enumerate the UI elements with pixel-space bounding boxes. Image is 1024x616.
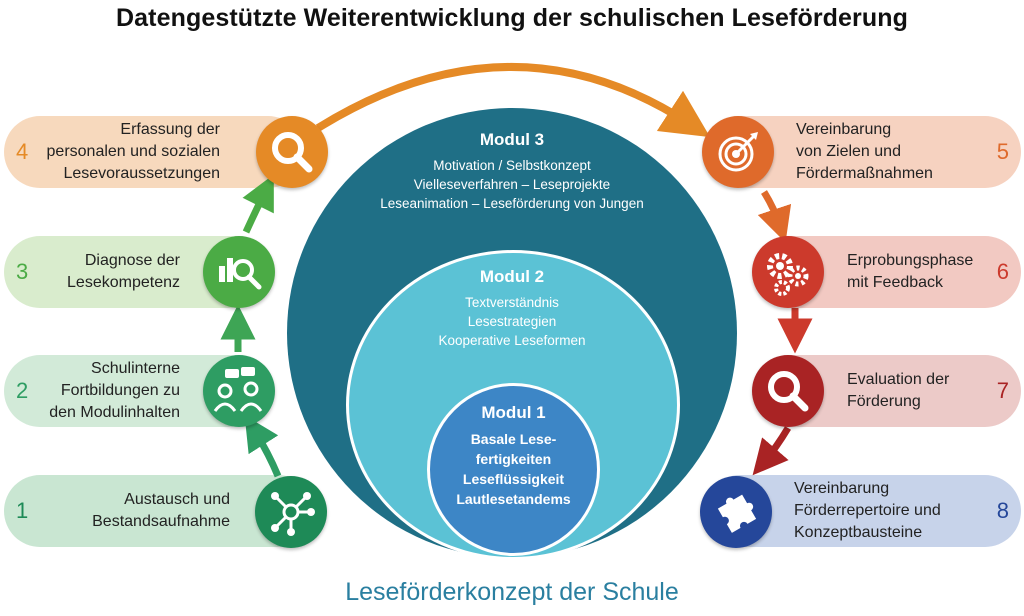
step-2-bubble — [203, 355, 275, 427]
arrow-5-6 — [757, 190, 792, 243]
step-number: 7 — [996, 378, 1009, 403]
step-number: 4 — [16, 139, 29, 164]
arrow-1-2 — [244, 415, 282, 478]
step-1-bubble — [255, 476, 327, 548]
step-7-bubble — [752, 355, 824, 427]
arrow-7-8 — [752, 426, 792, 476]
step-label: Erprobungsphase mit Feedback — [847, 252, 974, 291]
step-number: 3 — [16, 259, 29, 284]
arrow-3-4 — [242, 174, 274, 234]
modul-2-text: Modul 2 Textverständnis Lesestrategien K… — [387, 267, 637, 350]
modul-1-title: Modul 1 — [481, 403, 546, 422]
network-icon — [271, 492, 315, 536]
step-label: Schulinterne Fortbildungen zu den Moduli… — [49, 360, 180, 421]
modul-2-item: Kooperative Leseformen — [438, 333, 586, 348]
magnifier-icon — [272, 132, 313, 173]
step-label: Vereinbarung Förderrepertoire und Konzep… — [794, 480, 941, 541]
modul-1-text: Modul 1 Basale Lese- fertigkeiten Lesefl… — [437, 403, 590, 509]
people-discussion-icon — [213, 367, 263, 412]
step-label: Evaluation der Förderung — [847, 371, 950, 410]
page-title: Datengestützte Weiterentwicklung der sch… — [115, 4, 908, 32]
step-label: Erfassung der personalen und sozialen Le… — [46, 121, 220, 182]
step-8-bubble — [700, 476, 772, 548]
modul-3-title: Modul 3 — [479, 130, 545, 149]
step-label: Diagnose der Lesekompetenz — [67, 252, 180, 291]
magnifier-icon — [768, 371, 809, 412]
modul-3-item: Vielleseverfahren – Leseprojekte — [413, 177, 611, 192]
modul-1-item: Leseflüssigkeit — [462, 471, 565, 487]
puzzle-icon — [717, 494, 757, 533]
step-label: Vereinbarung von Zielen und Fördermaßnah… — [796, 121, 933, 182]
step-label: Austausch und Bestandsaufnahme — [92, 491, 230, 530]
step-number: 1 — [16, 498, 29, 523]
step-number: 8 — [996, 498, 1009, 523]
modul-2-item: Lesestrategien — [467, 314, 557, 329]
step-3-bubble — [203, 236, 275, 308]
modul-3-item: Motivation / Selbstkonzept — [433, 158, 591, 173]
step-number: 6 — [996, 259, 1009, 284]
gears-icon — [767, 253, 809, 296]
modul-2-title: Modul 2 — [479, 267, 545, 286]
step-6-bubble — [752, 236, 824, 308]
modul-1-item: fertigkeiten — [475, 451, 552, 467]
step-number: 5 — [996, 139, 1009, 164]
step-5-bubble — [702, 116, 774, 188]
chart-magnifier-icon — [219, 258, 262, 290]
modul-3-item: Leseanimation – Leseförderung von Jungen — [380, 196, 644, 211]
target-icon — [718, 132, 758, 172]
modul-1-circle — [427, 383, 600, 556]
modul-1-item: Lautlesetandems — [456, 491, 571, 507]
modul-3-text: Modul 3 Motivation / Selbstkonzept Viell… — [337, 130, 687, 213]
modul-1-item: Basale Lese- — [470, 431, 557, 447]
arrow-4-5 — [315, 63, 711, 138]
footer-title: Leseförderkonzept der Schule — [345, 578, 679, 606]
step-number: 2 — [16, 378, 29, 403]
step-4-bubble — [256, 116, 328, 188]
modul-2-item: Textverständnis — [465, 295, 559, 310]
